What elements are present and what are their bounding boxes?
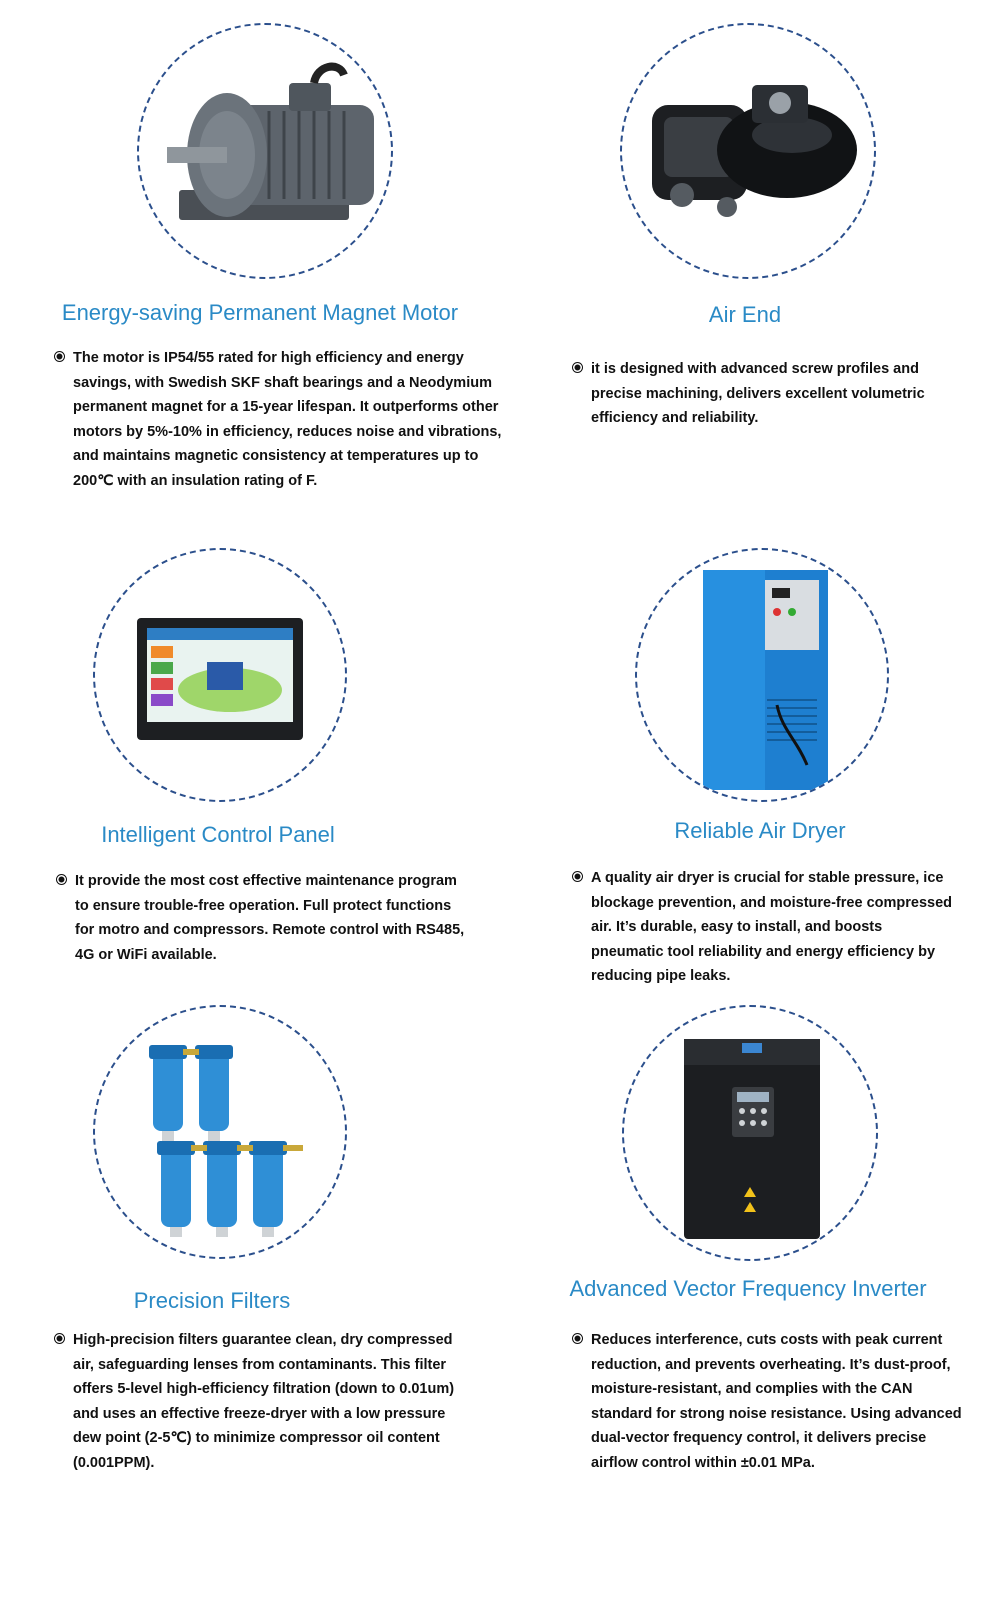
feature-description-inverter: Reduces interference, cuts costs with pe… [573, 1328, 968, 1475]
electric-motor-icon [167, 62, 374, 220]
frequency-inverter-icon [684, 1039, 820, 1239]
air-dryer-cabinet-icon [703, 570, 828, 790]
air-end-image-circle [620, 23, 876, 279]
screw-air-end-icon [652, 85, 857, 217]
feature-description-air-dryer: A quality air dryer is crucial for stabl… [573, 866, 958, 989]
feature-title-air-dryer: Reliable Air Dryer [674, 818, 846, 843]
feature-description-control-panel: It provide the most cost effective maint… [57, 869, 467, 967]
feature-title-air-end: Air End [708, 302, 782, 327]
feature-title-control-panel: Intelligent Control Panel [101, 822, 335, 847]
feature-title-filters: Precision Filters [133, 1288, 291, 1313]
bullet-icon [55, 1334, 64, 1343]
bullet-icon [573, 363, 582, 372]
precision-filters-icon [149, 1045, 303, 1237]
inverter-image-circle [622, 1005, 878, 1261]
motor-image-circle [137, 23, 393, 279]
control-panel-image-circle [93, 548, 347, 802]
bullet-icon [57, 875, 66, 884]
touchscreen-panel-icon [137, 618, 303, 740]
bullet-icon [573, 872, 582, 881]
feature-title-inverter: Advanced Vector Frequency Inverter [569, 1276, 927, 1301]
bullet-icon [55, 352, 64, 361]
feature-description-motor: The motor is IP54/55 rated for high effi… [55, 346, 515, 493]
bullet-icon [573, 1334, 582, 1343]
filters-image-circle [93, 1005, 347, 1259]
feature-description-filters: High-precision filters guarantee clean, … [55, 1328, 455, 1475]
feature-title-motor: Energy-saving Permanent Magnet Motor [61, 300, 459, 325]
feature-description-air-end: it is designed with advanced screw profi… [573, 357, 973, 431]
air-dryer-image-circle [635, 548, 889, 802]
